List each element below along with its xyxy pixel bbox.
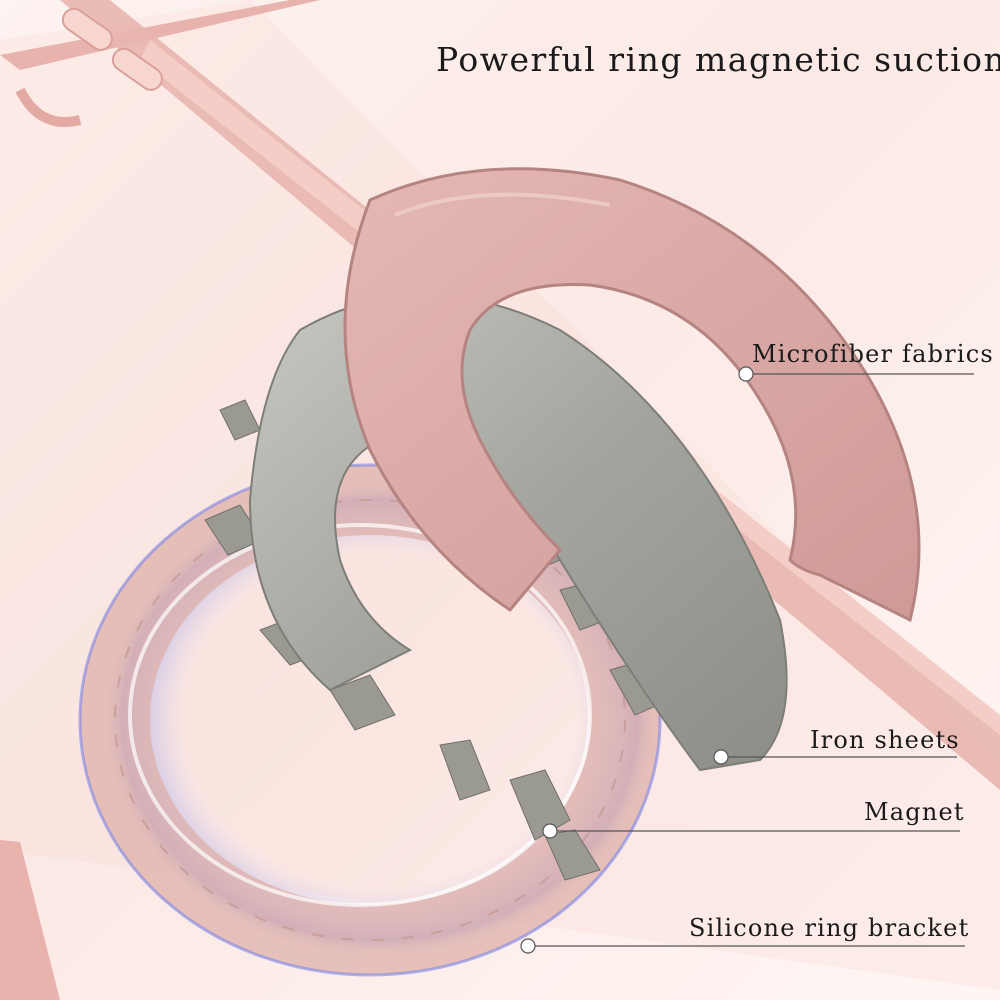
label-silicone-ring-bracket: Silicone ring bracket — [689, 914, 970, 942]
label-iron-sheets: Iron sheets — [810, 726, 960, 754]
leader-lines — [520, 366, 974, 954]
label-magnet: Magnet — [864, 798, 965, 826]
microfiber-fabric-ring — [343, 167, 921, 623]
label-microfiber-fabrics: Microfiber fabrics — [752, 340, 994, 368]
headline: Powerful ring magnetic suction — [436, 40, 1000, 79]
